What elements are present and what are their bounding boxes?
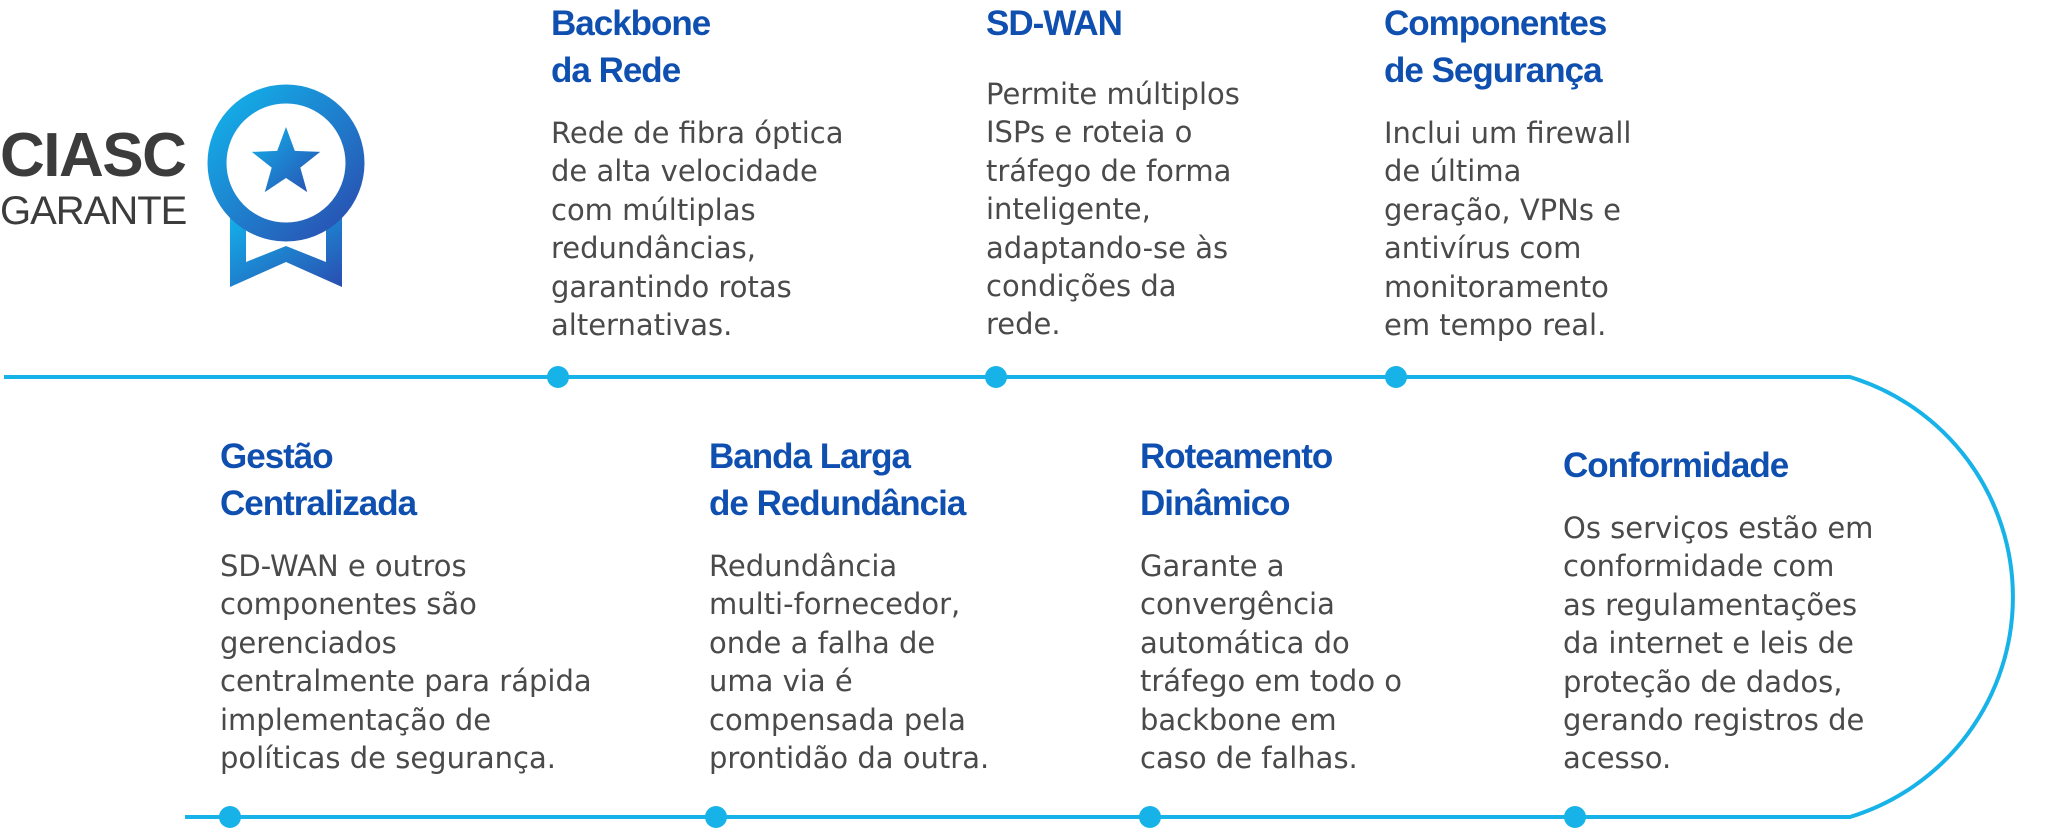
badge-ribbon [230,214,342,287]
feature-description: Permite múltiplos ISPs e roteia o tráfeg… [986,77,1240,342]
brand-tagline: GARANTE [0,189,187,233]
timeline-node-compliance [1564,806,1586,828]
feature-description: Rede de fibra óptica de alta velocidade … [551,116,844,343]
badge-ring [207,84,365,242]
feature-description: SD-WAN e outros componentes são gerencia… [220,549,592,776]
feature-card-management: Gestão Centralizada SD-WAN e outros comp… [220,433,620,777]
feature-card-routing: Roteamento Dinâmico Garante a convergênc… [1140,433,1540,777]
feature-title: Componentes de Segurança [1384,4,1607,90]
timeline-node-backbone [547,366,569,388]
feature-title: Backbone da Rede [551,4,711,90]
feature-title: Banda Larga de Redundância [709,437,966,523]
feature-title: SD-WAN [986,4,1123,43]
feature-description: Os serviços estão em conformidade com as… [1563,511,1874,776]
feature-card-compliance: Conformidade Os serviços estão em confor… [1563,442,1963,778]
timeline-node-broadband [705,806,727,828]
feature-card-broadband: Banda Larga de Redundância Redundância m… [709,433,1109,777]
feature-description: Redundância multi-fornecedor, onde a fal… [709,549,990,776]
feature-card-security: Componentes de Segurança Inclui um firew… [1384,0,1784,344]
brand-block: CIASC GARANTE [0,121,187,234]
feature-title: Gestão Centralizada [220,437,417,523]
timeline-node-management [219,806,241,828]
feature-title: Conformidade [1563,446,1789,485]
feature-card-sdwan: SD-WAN Permite múltiplos ISPs e roteia o… [986,0,1386,344]
timeline-node-sdwan [985,366,1007,388]
feature-title: Roteamento Dinâmico [1140,437,1333,523]
timeline-node-routing [1139,806,1161,828]
brand-name: CIASC [0,121,187,190]
feature-description: Garante a convergência automática do trá… [1140,549,1403,776]
star-icon [251,127,321,193]
timeline-line [4,375,2015,819]
feature-card-backbone: Backbone da Rede Rede de fibra óptica de… [551,0,951,344]
award-ribbon-star-icon [207,84,365,287]
timeline-node-security [1385,366,1407,388]
feature-description: Inclui um firewall de última geração, VP… [1384,116,1632,343]
